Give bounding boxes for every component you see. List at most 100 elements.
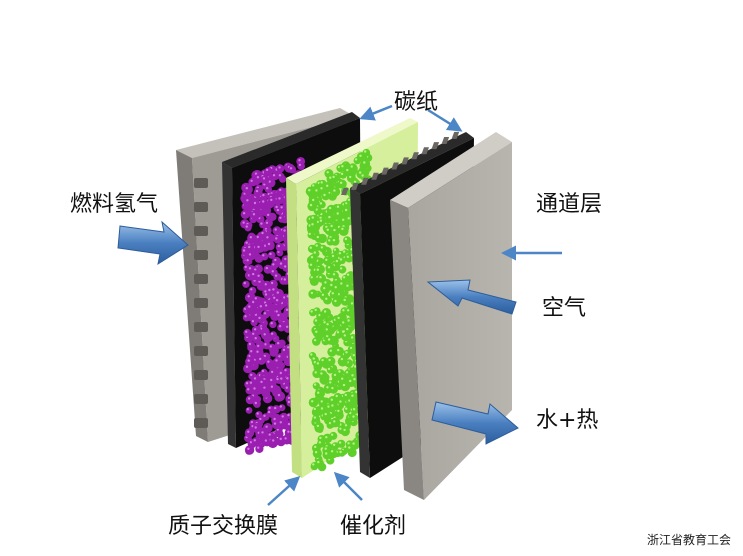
catalyst-bead	[308, 289, 318, 299]
bead-highlight	[346, 284, 349, 287]
bead-highlight	[278, 325, 282, 328]
catalyst-bead	[245, 302, 256, 313]
bead-highlight	[333, 420, 336, 423]
catalyst-bead	[331, 297, 342, 307]
catalyst-bead	[315, 458, 324, 468]
catalyst-bead	[340, 381, 351, 392]
top-slot	[391, 162, 399, 170]
bead-highlight	[265, 168, 269, 172]
catalyst-bead	[312, 337, 321, 346]
membrane-arrow	[267, 475, 301, 506]
catalyst-bead	[278, 376, 287, 384]
bead-highlight	[330, 433, 334, 436]
bead-highlight	[345, 371, 349, 374]
bead-highlight	[350, 165, 353, 168]
bead-highlight	[253, 377, 257, 380]
catalyst-arrow	[333, 471, 363, 501]
bead-highlight	[315, 244, 318, 247]
bead-highlight	[250, 350, 253, 353]
bead-highlight	[284, 369, 287, 372]
bead-highlight	[264, 439, 268, 442]
catalyst-bead	[264, 167, 273, 176]
bead-highlight	[332, 273, 336, 276]
bead-highlight	[331, 254, 335, 258]
top-slot	[351, 182, 359, 190]
bead-highlight	[276, 377, 279, 381]
catalyst-bead	[312, 328, 323, 338]
bead-highlight	[335, 394, 338, 398]
bead-highlight	[282, 348, 286, 352]
carbon-paper-arrows	[359, 104, 463, 132]
catalyst-bead	[281, 434, 292, 445]
bead-highlight	[259, 417, 262, 421]
bead-highlight	[263, 312, 267, 315]
bead-highlight	[252, 272, 255, 276]
catalyst-bead	[305, 186, 316, 197]
bead-highlight	[337, 348, 340, 352]
bead-highlight	[318, 441, 322, 444]
catalyst-bead	[273, 235, 282, 244]
catalyst-bead	[265, 212, 274, 220]
catalyst-bead	[330, 417, 341, 428]
bead-highlight	[353, 378, 356, 381]
bead-highlight	[318, 313, 321, 317]
bead-highlight	[349, 346, 353, 350]
catalyst-bead	[276, 312, 284, 320]
catalyst-bead	[253, 347, 264, 358]
bead-highlight	[266, 236, 269, 239]
bead-highlight	[328, 421, 332, 425]
bead-highlight	[244, 315, 247, 318]
bead-highlight	[279, 216, 282, 219]
bead-highlight	[261, 431, 264, 434]
catalyst-bead	[326, 204, 336, 214]
catalyst-bead	[242, 280, 250, 288]
bead-highlight	[278, 197, 281, 200]
catalyst-bead	[245, 395, 255, 405]
bead-highlight	[262, 254, 265, 257]
bead-highlight	[248, 305, 251, 308]
watermark: 浙江省教育工会	[646, 533, 731, 547]
bead-highlight	[332, 175, 335, 179]
bead-highlight	[342, 309, 345, 312]
bead-highlight	[248, 354, 251, 358]
catalyst-bead	[318, 200, 326, 209]
bead-highlight	[286, 325, 289, 328]
catalyst-bead	[314, 422, 324, 432]
bead-highlight	[320, 181, 323, 184]
bead-highlight	[270, 332, 274, 335]
bead-highlight	[298, 163, 302, 167]
catalyst-bead	[264, 220, 272, 228]
bead-highlight	[267, 360, 270, 363]
bead-highlight	[315, 330, 318, 333]
bead-highlight	[285, 308, 289, 311]
catalyst-bead	[337, 179, 347, 189]
bead-highlight	[253, 439, 256, 442]
bead-highlight	[345, 407, 348, 410]
bead-highlight	[278, 166, 281, 169]
catalyst-bead	[246, 250, 256, 261]
bead-highlight	[324, 447, 327, 450]
bead-highlight	[352, 415, 355, 418]
channel-slot	[194, 370, 208, 380]
catalyst-bead	[268, 383, 278, 393]
bead-highlight	[337, 316, 340, 320]
bead-highlight	[263, 183, 266, 186]
bead-highlight	[327, 405, 330, 408]
catalyst-bead	[341, 297, 350, 306]
bead-highlight	[279, 188, 282, 192]
channel-slot	[194, 394, 208, 404]
catalyst-bead	[349, 439, 360, 450]
bead-highlight	[261, 369, 265, 373]
catalyst-bead	[269, 320, 277, 329]
top-slot	[411, 152, 419, 160]
bead-highlight	[333, 228, 336, 232]
bead-highlight	[242, 212, 246, 215]
bead-highlight	[329, 176, 332, 179]
bead-highlight	[277, 244, 280, 248]
bead-highlight	[354, 158, 358, 161]
bead-highlight	[330, 450, 334, 453]
bead-highlight	[364, 150, 367, 153]
bead-highlight	[319, 276, 322, 279]
bead-highlight	[264, 290, 267, 293]
bead-highlight	[310, 310, 313, 313]
